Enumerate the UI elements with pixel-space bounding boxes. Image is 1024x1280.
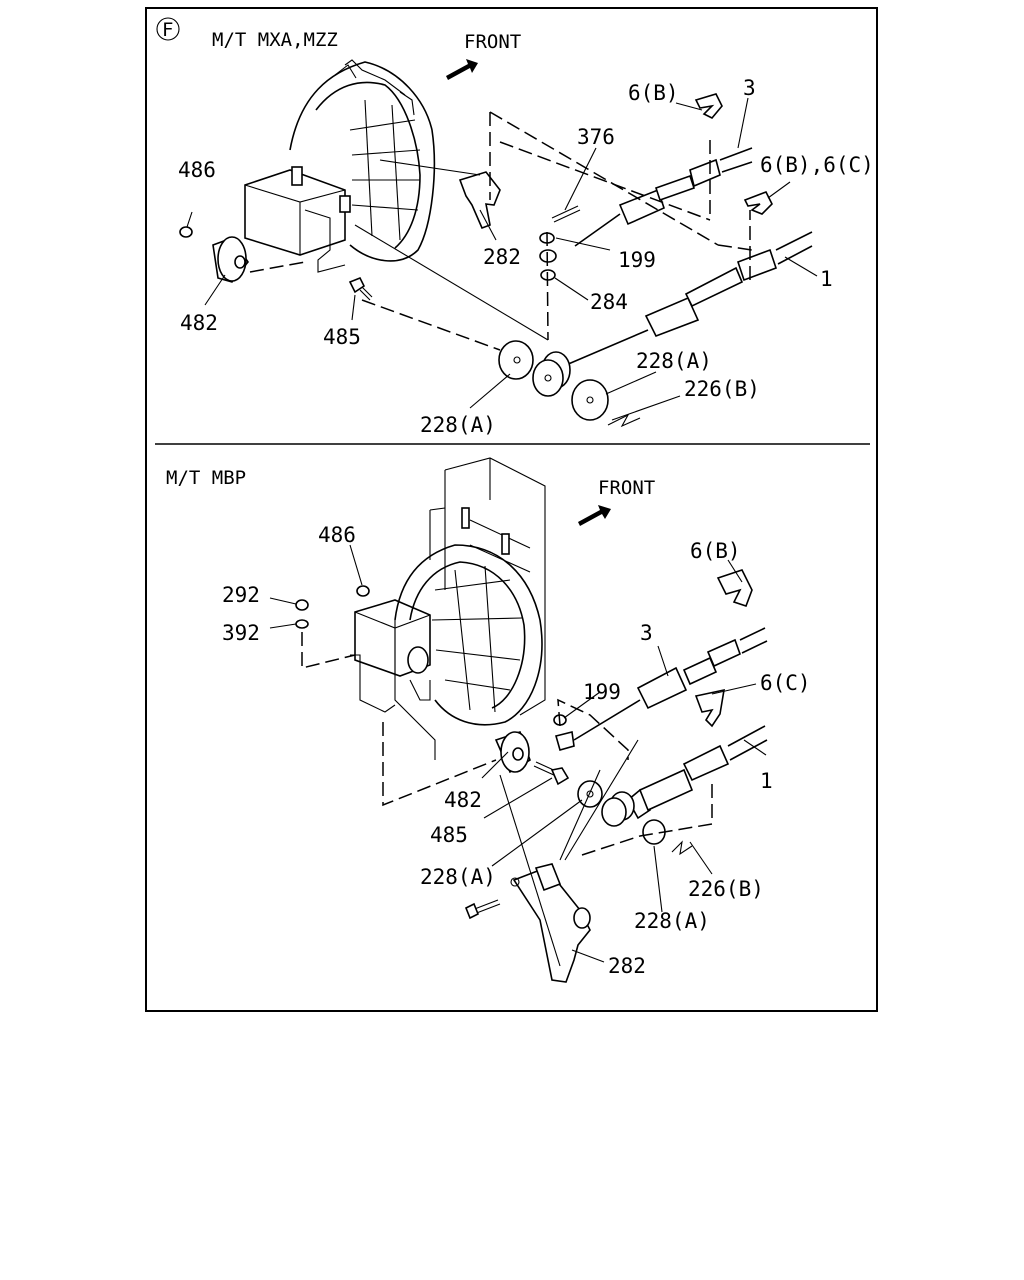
section-marker-letter: F [162, 19, 173, 41]
transmission-housing [350, 457, 546, 760]
front-arrow-icon [578, 505, 611, 526]
section-mbp: M/T MBP FRONT [166, 457, 811, 983]
bolt-485 [533, 761, 570, 786]
nut-486 [356, 585, 370, 597]
front-label: FRONT [464, 31, 521, 53]
clip-6b [716, 569, 753, 608]
callout-486: 486 [178, 158, 216, 182]
callout-482: 482 [444, 788, 482, 812]
cable-1 [626, 725, 768, 820]
washer-392 [295, 619, 309, 629]
washer-228a-left [577, 780, 603, 808]
bracket-282 [510, 863, 591, 983]
callout-282: 282 [608, 954, 646, 978]
callout-376: 376 [577, 125, 615, 149]
bolt-485 [348, 276, 373, 301]
grommet-228a-center [532, 351, 571, 397]
cable-3 [574, 147, 753, 247]
callout-292: 292 [222, 583, 260, 607]
callout-6b: 6(B) [690, 539, 741, 563]
clip-226b [607, 413, 641, 428]
callout-3: 3 [743, 76, 756, 100]
callout-226b: 226(B) [684, 377, 760, 401]
callout-6b: 6(B) [628, 81, 679, 105]
clip-6b [694, 93, 723, 119]
callout-486: 486 [318, 523, 356, 547]
callout-6c: 6(C) [760, 671, 811, 695]
leader-lines [269, 544, 767, 963]
callout-228a-right: 228(A) [634, 909, 710, 933]
nut-292 [295, 599, 309, 611]
front-label: FRONT [598, 477, 655, 499]
callout-392: 392 [222, 621, 260, 645]
callout-282: 282 [483, 245, 521, 269]
mount-482 [494, 730, 531, 774]
guide-lines [249, 111, 753, 351]
washer-228a-right [571, 379, 609, 421]
cable-3 [573, 627, 768, 741]
diagram-frame [145, 7, 878, 1012]
callout-228a-right: 228(A) [636, 349, 712, 373]
callout-228a-left: 228(A) [420, 413, 496, 437]
section-title: M/T MBP [166, 467, 246, 489]
callout-228a-left: 228(A) [420, 865, 496, 889]
bolt-282 [464, 899, 501, 920]
cable-1 [565, 231, 813, 366]
transmission-housing [244, 59, 436, 273]
callout-284: 284 [590, 290, 628, 314]
section-mxa-mzz: F M/T MXA,MZZ FRONT [156, 17, 874, 437]
clip-6c [694, 688, 725, 728]
section-marker-circle [156, 17, 180, 41]
pin-376 [551, 205, 581, 223]
callout-1: 1 [820, 267, 833, 291]
section-title: M/T MXA,MZZ [212, 29, 338, 51]
guide-lines [301, 632, 713, 967]
rod-end-199 [553, 714, 575, 751]
callout-3: 3 [640, 621, 653, 645]
mount-482 [212, 236, 249, 283]
callout-485: 485 [323, 325, 361, 349]
bracket-282 [458, 171, 501, 230]
nut-486 [179, 226, 193, 238]
callout-1: 1 [760, 769, 773, 793]
callout-226b: 226(B) [688, 877, 764, 901]
washer-228a-left [498, 340, 534, 380]
callout-482: 482 [180, 311, 218, 335]
clip-6bc [743, 190, 773, 215]
callout-6bc: 6(B),6(C) [760, 153, 874, 177]
callout-485: 485 [430, 823, 468, 847]
callout-199: 199 [583, 680, 621, 704]
front-arrow-icon [446, 59, 478, 80]
leader-lines [186, 97, 818, 421]
grommet-228a-center [601, 791, 635, 827]
clip-226b [671, 840, 693, 856]
callout-199: 199 [618, 248, 656, 272]
